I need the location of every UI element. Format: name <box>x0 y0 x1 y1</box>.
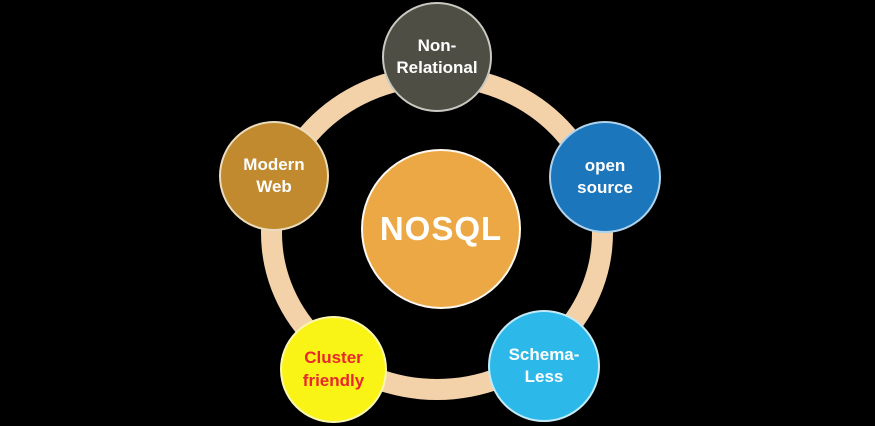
center-circle-nosql: NOSQL <box>361 149 521 309</box>
satellite-label-cluster-friendly: Cluster friendly <box>302 348 365 390</box>
satellite-label-open-source: open source <box>577 155 633 197</box>
center-label: NOSQL <box>379 209 503 247</box>
satellite-cluster-friendly: Cluster friendly <box>280 316 387 423</box>
satellite-modern-web: Modern Web <box>219 121 329 231</box>
satellite-label-non-relational: Non- Relational <box>396 35 478 77</box>
satellite-non-relational: Non- Relational <box>382 2 492 112</box>
satellite-schema-less: Schema- Less <box>488 310 600 422</box>
satellite-label-modern-web: Modern Web <box>243 154 305 196</box>
satellite-open-source: open source <box>549 121 661 233</box>
satellite-label-schema-less: Schema- Less <box>508 344 580 386</box>
